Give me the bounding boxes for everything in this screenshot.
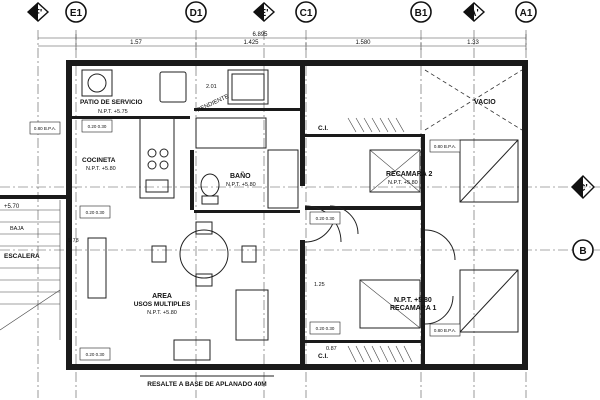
axis-bubble-a1: A1	[515, 1, 537, 23]
room-level-bano: N.P.T. +5.80	[226, 182, 256, 188]
axis-label: D1	[190, 8, 203, 19]
vacio-area: VACIO	[424, 69, 523, 131]
exterior-walls	[0, 60, 528, 370]
axis-bubble-c1: C1	[295, 1, 317, 23]
area-usos-multiples: AREA USOS MULTIPLES N.P.T. +5.80	[87, 221, 269, 361]
dimension-chain: 6.895 1.57 1.425 1.580 1.33	[38, 32, 527, 50]
label-level-578: 5.78	[68, 238, 79, 244]
room-name-recamara-1: RECAMARA 1	[390, 305, 437, 312]
room-name-bano: BAÑO	[230, 171, 251, 180]
tag-text: 0.80 B.P.A.	[34, 126, 56, 131]
axis-label: A'	[469, 8, 479, 19]
axis-label: B	[579, 246, 586, 257]
axis-label: C'	[578, 183, 588, 194]
axis-bubble-e1: E1	[65, 1, 87, 23]
tag-text: 0.20 0.30	[316, 216, 335, 221]
bottom-note: RESALTE A BASE DE APLANADO 40M	[140, 375, 274, 388]
escalera-area: +5.70 BAJA ESCALERA 5.78	[0, 200, 79, 340]
dimension-label: 0.87	[326, 346, 337, 352]
axis-label: E'	[259, 8, 268, 19]
dimension-segment: 1.57	[130, 40, 142, 46]
axis-label: F'	[34, 8, 43, 19]
axis-bubble-e-prime: E'	[252, 2, 276, 22]
axis-bubble-c-prime: C'	[571, 175, 595, 199]
dimension-segment: 1.580	[355, 40, 371, 46]
dimension-total: 6.895	[252, 32, 268, 38]
recamara-1-area: N.P.T. +5.80 RECAMARA 1 C.I.	[318, 269, 519, 363]
note-resalte: RESALTE A BASE DE APLANADO 40M	[147, 381, 266, 388]
tag-text: 0.20 0.30	[86, 210, 105, 215]
axis-bubble-b1: B1	[410, 1, 432, 23]
dimension-label: 1.25	[314, 282, 325, 288]
label-closet-bottom: C.I.	[318, 353, 328, 360]
axis-bubble-f-prime: F'	[26, 2, 50, 22]
room-name-cocineta: COCINETA	[82, 157, 116, 164]
axis-bubble-b: B	[572, 239, 594, 261]
room-level-recamara-1: N.P.T. +5.80	[394, 297, 432, 304]
room-level-area: N.P.T. +5.80	[147, 310, 177, 316]
recamara-2-area: RECAMARA 2 N.P.T. +5.80 C.I.	[318, 117, 519, 203]
axis-label: E1	[70, 8, 83, 19]
dimension-segment: 1.33	[467, 40, 479, 46]
axis-bubble-a-prime: A'	[462, 2, 486, 22]
annotation-tags: 0.20 0.30 0.80 B.P.A. 0.20 0.30 0.20 0.3…	[29, 119, 461, 361]
dimension-label: 2.01	[206, 84, 217, 90]
label-closet-top: C.I.	[318, 125, 328, 132]
axis-label: C1	[300, 8, 313, 19]
label-baja: BAJA	[10, 226, 24, 232]
axis-bubble-d1: D1	[185, 1, 207, 23]
room-name-patio: PATIO DE SERVICIO	[80, 99, 142, 106]
room-name-area: AREA	[152, 293, 172, 300]
room-name-escalera: ESCALERA	[4, 253, 40, 260]
room-name-vacio: VACIO	[474, 99, 496, 106]
tag-text: 0.20 0.30	[88, 124, 107, 129]
tag-text: 0.20 0.30	[316, 326, 335, 331]
axis-label: B1	[415, 8, 428, 19]
room-level-recamara-2: N.P.T. +5.80	[388, 180, 418, 186]
misc-dimensions: 2.01 1.25 0.87	[206, 84, 337, 352]
room-level-cocineta: N.P.T. +5.80	[86, 166, 116, 172]
tag-text: 0.20 0.30	[86, 352, 105, 357]
label-level-570: +5.70	[4, 204, 20, 210]
room-name-recamara-2: RECAMARA 2	[386, 171, 433, 178]
cocineta-area: COCINETA N.P.T. +5.80	[82, 117, 175, 199]
patio-area: PATIO DE SERVICIO N.P.T. +5.75	[80, 69, 187, 115]
dimension-segment: 1.425	[243, 40, 259, 46]
tag-text: 0.80 B.P.A.	[434, 144, 456, 149]
tag-text: 0.80 B.P.A.	[434, 328, 456, 333]
room-subtitle-area: USOS MULTIPLES	[134, 301, 191, 308]
axis-label: A1	[520, 8, 533, 19]
room-level-patio: N.P.T. +5.75	[98, 109, 128, 115]
interior-walls	[72, 66, 425, 364]
